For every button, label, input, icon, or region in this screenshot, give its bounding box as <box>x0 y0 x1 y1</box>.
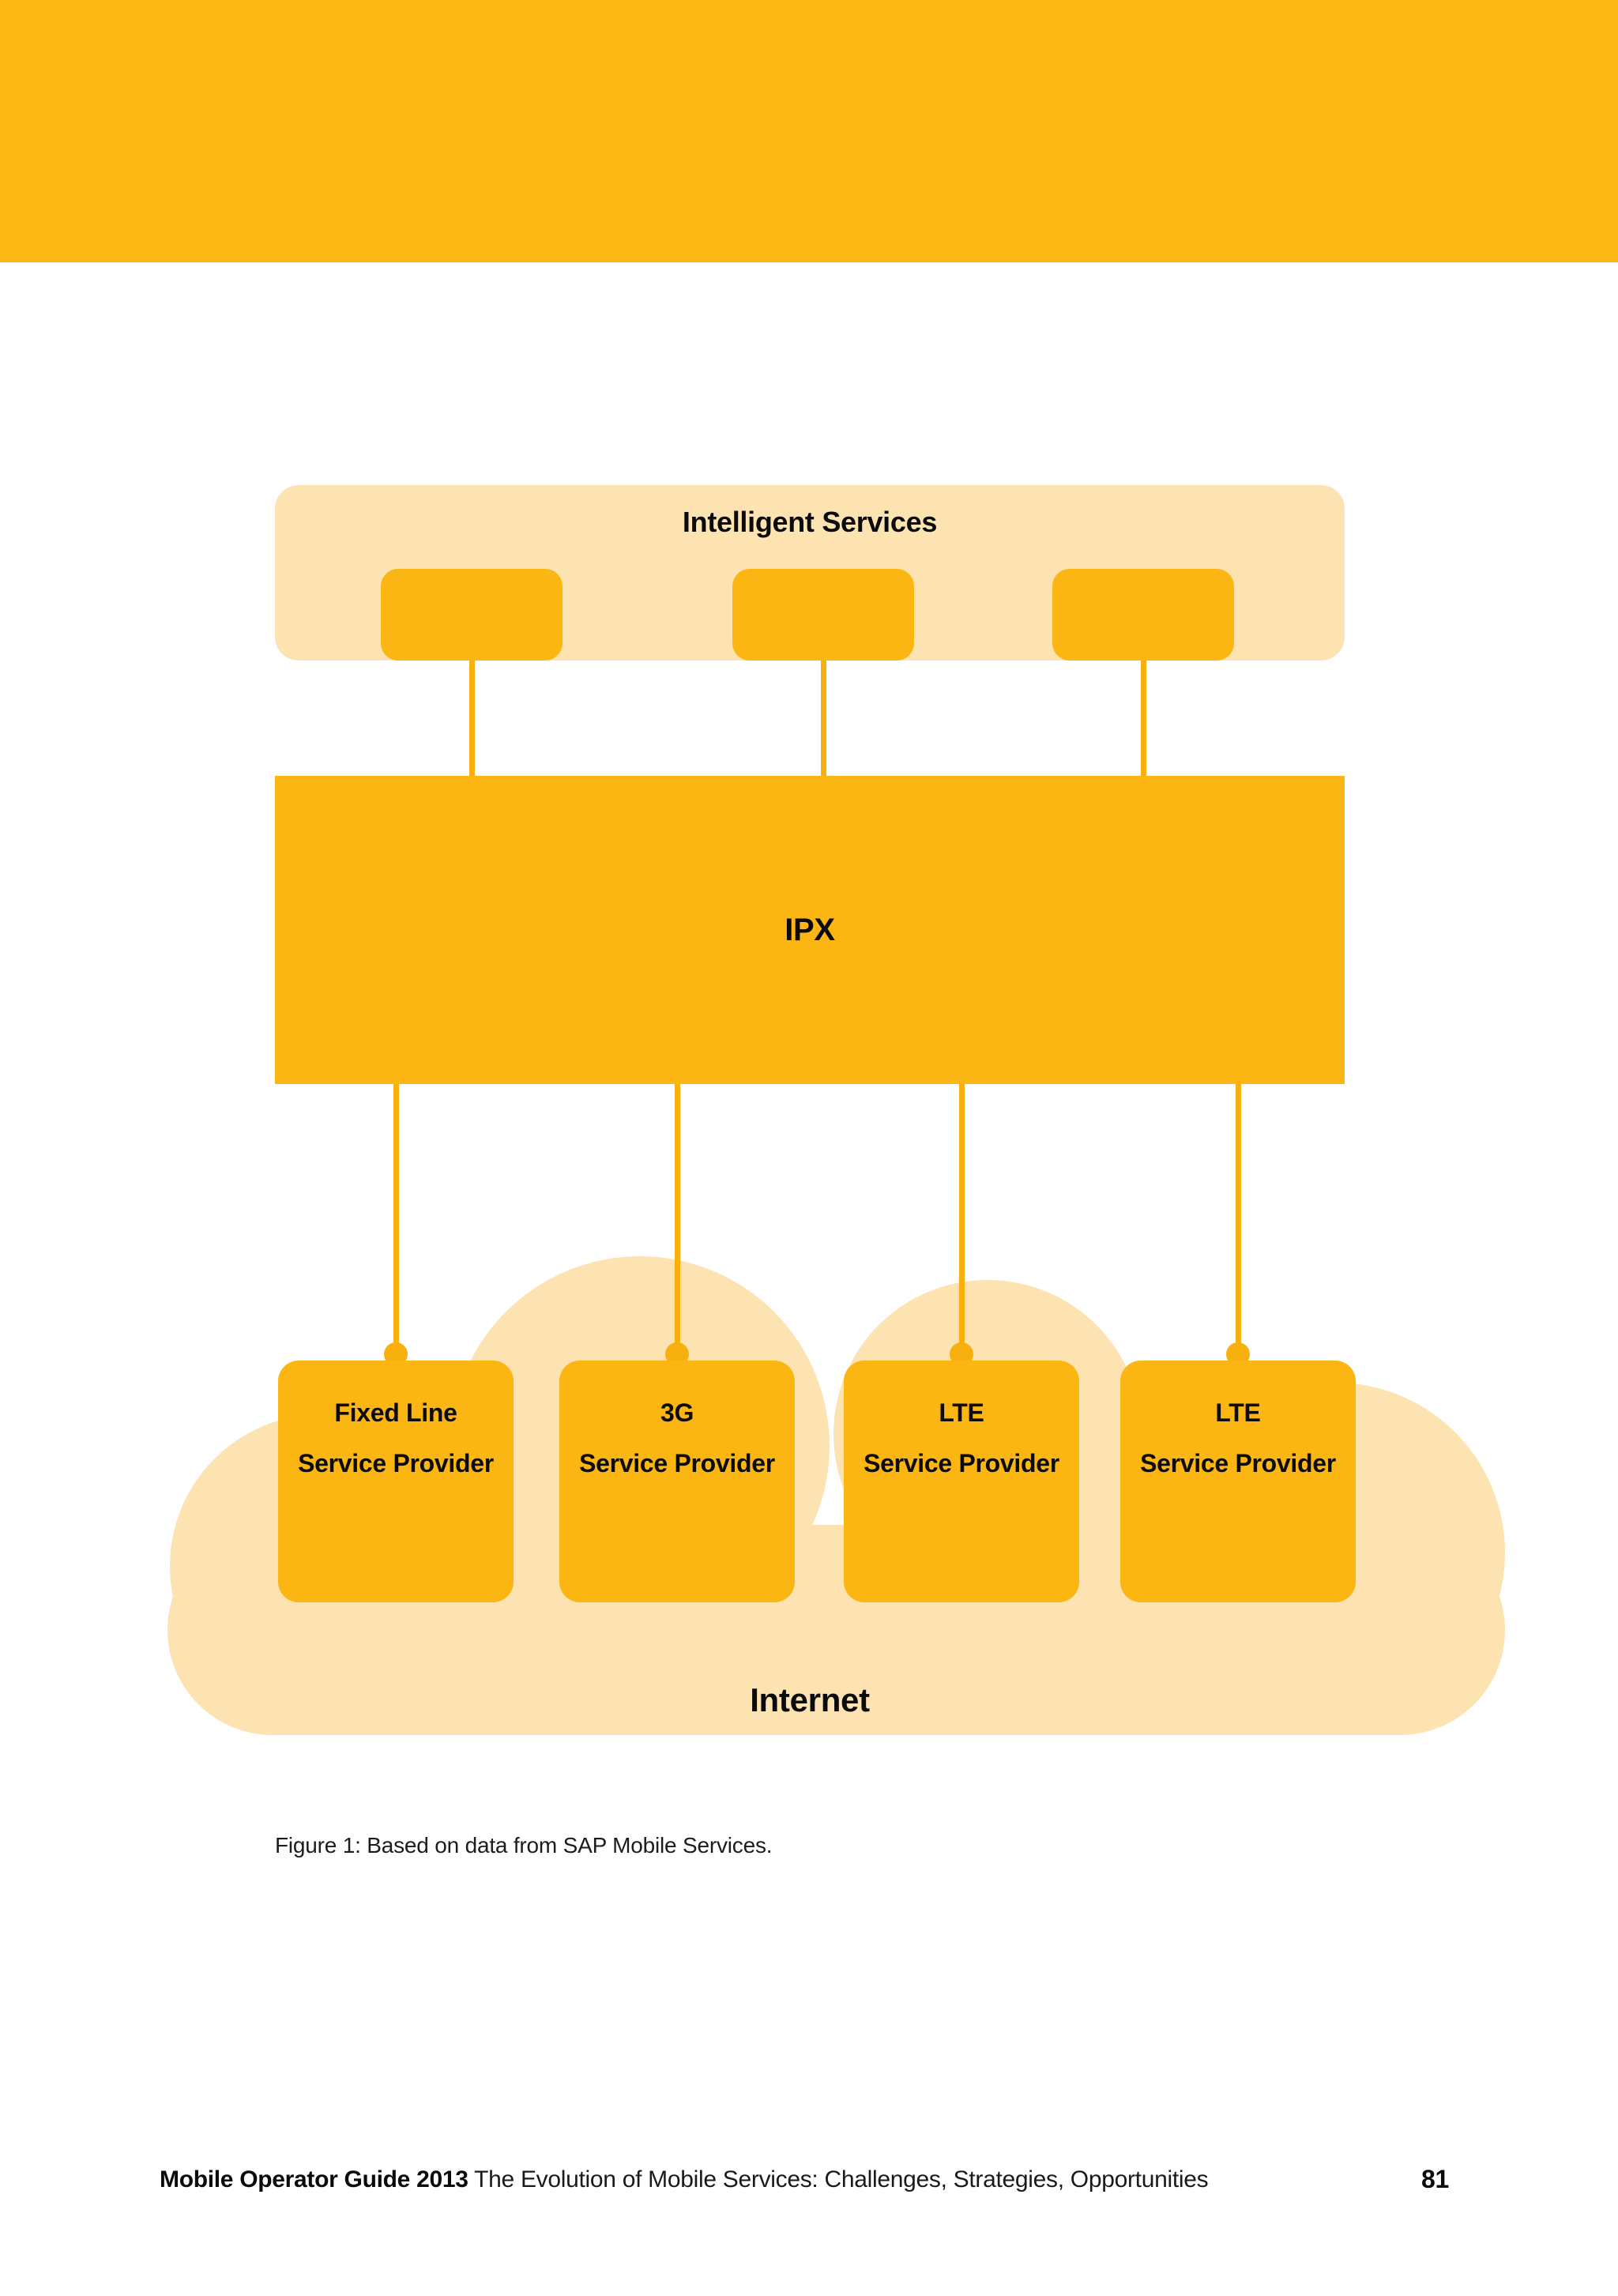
provider-label-line2: Service Provider <box>864 1449 1059 1477</box>
connector-line-services-2 <box>821 661 826 776</box>
connector-line-provider-4 <box>1236 1084 1241 1361</box>
connector-line-services-3 <box>1141 661 1146 776</box>
connector-line-provider-3 <box>959 1084 965 1361</box>
ipx-box: IPX <box>275 776 1345 1084</box>
top-band <box>0 0 1618 262</box>
internet-label: Internet <box>750 1681 870 1718</box>
page-footer: Mobile Operator Guide 2013 The Evolution… <box>160 2165 1449 2193</box>
connector-line-provider-1 <box>393 1084 399 1361</box>
provider-box-lte-2: LTE Service Provider <box>1120 1361 1356 1602</box>
footer-title: Mobile Operator Guide 2013 <box>160 2166 468 2192</box>
provider-box-lte-1: LTE Service Provider <box>844 1361 1079 1602</box>
provider-box-fixed-line: Fixed Line Service Provider <box>278 1361 514 1602</box>
provider-box-3g: 3G Service Provider <box>559 1361 795 1602</box>
intelligent-services-group: Intelligent Services <box>275 485 1345 661</box>
provider-label-line1: LTE <box>939 1398 984 1427</box>
service-module-box-3 <box>1052 569 1234 661</box>
provider-label-line2: Service Provider <box>298 1449 494 1477</box>
provider-label-line1: LTE <box>1215 1398 1261 1427</box>
page-number: 81 <box>1421 2165 1449 2193</box>
provider-label-line1: Fixed Line <box>334 1398 457 1427</box>
connector-line-services-1 <box>469 661 475 776</box>
footer-subtitle: The Evolution of Mobile Services: Challe… <box>474 2166 1209 2192</box>
provider-label-line2: Service Provider <box>579 1449 775 1477</box>
intelligent-services-title: Intelligent Services <box>682 506 938 538</box>
figure-caption: Figure 1: Based on data from SAP Mobile … <box>275 1833 773 1858</box>
provider-label-line1: 3G <box>660 1398 694 1427</box>
connector-line-provider-2 <box>675 1084 680 1361</box>
service-module-box-2 <box>732 569 914 661</box>
ipx-label: IPX <box>785 912 835 947</box>
provider-label-line2: Service Provider <box>1140 1449 1336 1477</box>
service-module-box-1 <box>381 569 563 661</box>
